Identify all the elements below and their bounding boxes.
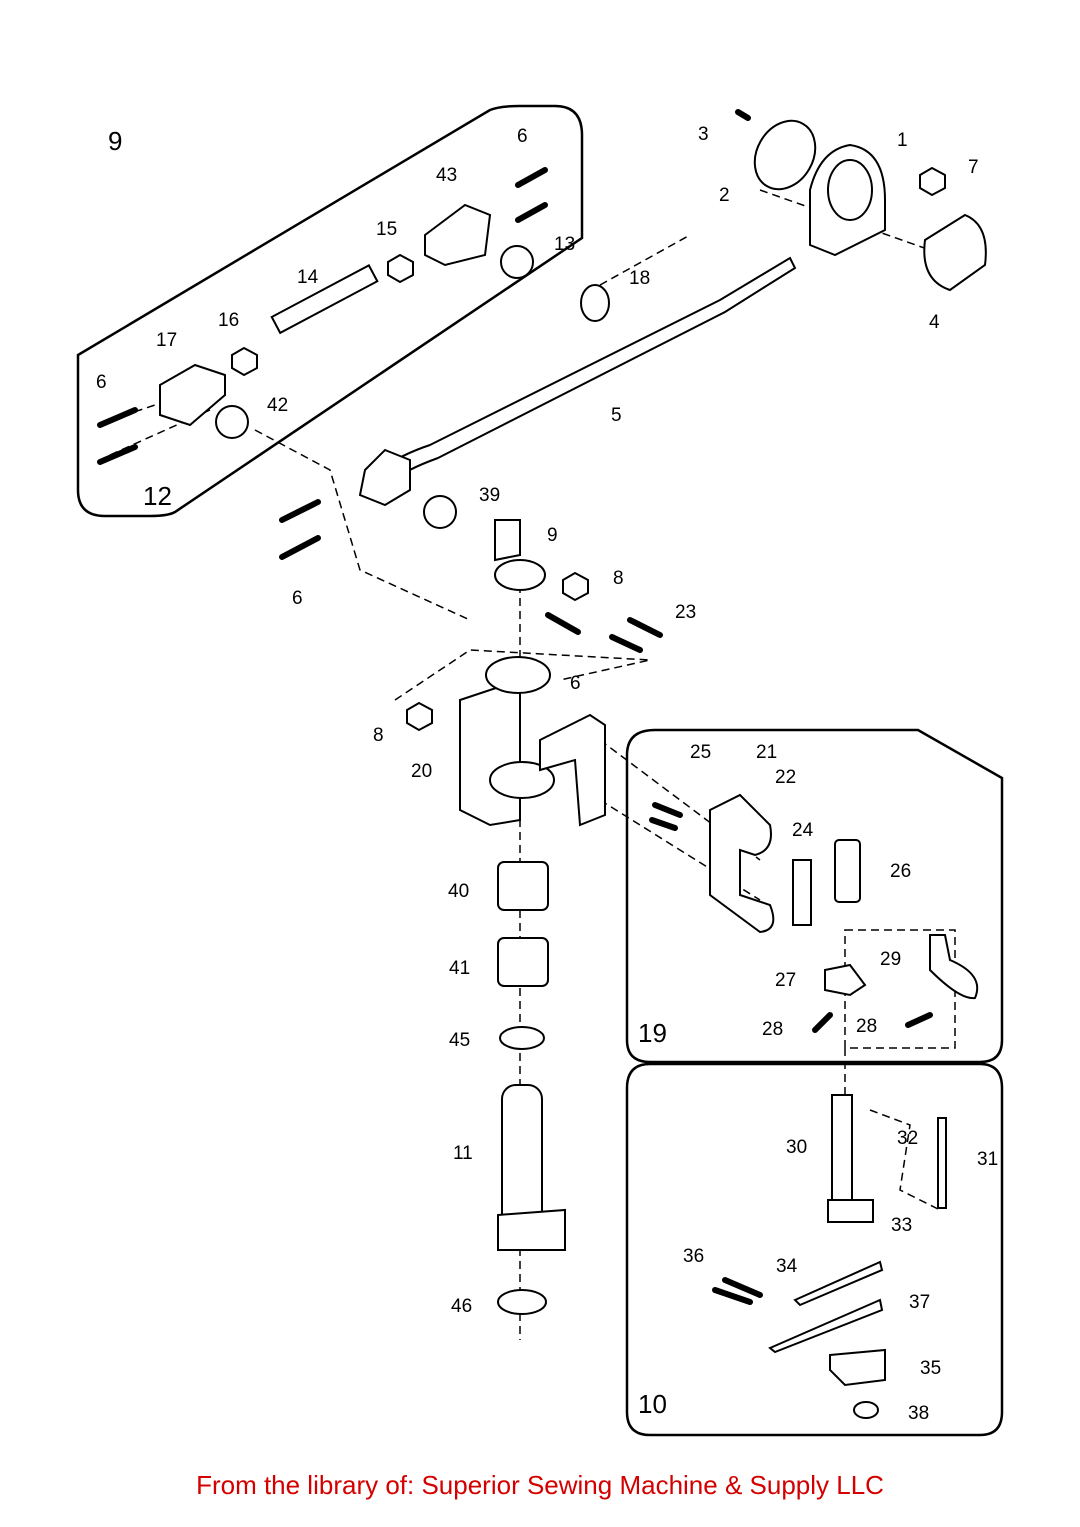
lever-29 (929, 934, 979, 1000)
nut-16 (231, 346, 258, 377)
group-label: 9 (108, 126, 122, 156)
part-label: 2 (719, 185, 730, 206)
part-label: 32 (897, 1128, 918, 1149)
group-19-box (625, 728, 1004, 1064)
group-label: 12 (143, 481, 172, 511)
part-label: 22 (775, 767, 796, 788)
nut-7 (919, 166, 946, 197)
rod-14 (270, 263, 379, 335)
part-label: 39 (479, 485, 500, 506)
part-label: 23 (675, 602, 696, 623)
part-label: 29 (880, 949, 901, 970)
block-20 (459, 678, 521, 827)
part-label: 6 (517, 126, 528, 147)
group-label: 19 (638, 1018, 667, 1048)
part-label: 3 (698, 124, 709, 145)
washer-45 (499, 1026, 545, 1050)
part-label: 6 (96, 372, 107, 393)
part-label: 30 (786, 1137, 807, 1158)
ball-13 (500, 245, 534, 279)
part-label: 27 (775, 970, 796, 991)
washer-18 (580, 284, 610, 322)
clamp-shaft-end (358, 448, 411, 507)
part-label: 46 (451, 1296, 472, 1317)
part-label: 11 (453, 1143, 473, 1164)
part-label: 38 (908, 1403, 929, 1424)
part-label: 42 (267, 395, 288, 416)
part-label: 20 (411, 761, 432, 782)
part-label: 13 (554, 234, 575, 255)
part-label: 45 (449, 1030, 470, 1051)
part-label: 35 (920, 1358, 941, 1379)
part-label: 36 (683, 1246, 704, 1267)
group-12-box (76, 104, 584, 518)
part-label: 17 (156, 330, 177, 351)
block-27 (824, 963, 867, 997)
part-label: 33 (891, 1215, 912, 1236)
part-label: 26 (890, 861, 911, 882)
library-footer: From the library of: Superior Sewing Mac… (196, 1470, 884, 1500)
part-label: 40 (448, 881, 469, 902)
clamp-43 (424, 203, 492, 267)
nut-15 (387, 253, 414, 284)
collar-2 (753, 119, 817, 191)
part-label: 18 (629, 268, 650, 289)
plate-24 (792, 859, 812, 926)
parts (159, 119, 987, 1419)
spring-26 (834, 839, 861, 903)
bushing-41 (497, 937, 549, 987)
clamp-9 (494, 519, 521, 562)
cap-38 (853, 1401, 879, 1419)
part-label: 24 (792, 820, 814, 841)
plate-37 (768, 1298, 884, 1354)
bracket-35 (829, 1348, 886, 1387)
screws (97, 109, 933, 1305)
blade-34 (793, 1260, 884, 1307)
ball-39 (423, 495, 457, 529)
part-label: 1 (897, 130, 908, 151)
bar-30 (831, 1094, 853, 1206)
part-label: 34 (776, 1256, 798, 1277)
part-label: 8 (613, 568, 624, 589)
group-boxes (76, 104, 1004, 1437)
part-label: 31 (977, 1149, 998, 1170)
group-10-box (625, 1062, 1004, 1437)
nut-8b (406, 701, 433, 732)
part-label: 8 (373, 725, 384, 746)
part-label: 15 (376, 219, 397, 240)
part-label: 5 (611, 405, 622, 426)
part-label: 6 (570, 673, 581, 694)
part-label: 28 (762, 1019, 783, 1040)
part-label: 37 (909, 1292, 930, 1313)
part-label: 41 (449, 958, 470, 979)
group-label: 10 (638, 1389, 667, 1419)
part-label: 43 (436, 165, 457, 186)
part-label: 28 (856, 1016, 877, 1037)
gear-4 (923, 213, 987, 292)
part-label: 7 (968, 157, 979, 178)
ring-46 (497, 1289, 547, 1315)
nut-8a (562, 571, 589, 602)
part-label: 25 (690, 742, 711, 763)
part-label: 6 (292, 588, 303, 609)
part-label: 16 (218, 310, 239, 331)
spring-31 (937, 1117, 947, 1209)
part-label: 4 (929, 312, 940, 333)
bushing-40 (497, 861, 549, 911)
part-label: 21 (756, 742, 777, 763)
ball-42 (215, 405, 249, 439)
part-label: 9 (547, 525, 558, 546)
arm-21 (709, 793, 775, 934)
clamp-17 (159, 363, 226, 427)
part-label: 14 (297, 267, 319, 288)
